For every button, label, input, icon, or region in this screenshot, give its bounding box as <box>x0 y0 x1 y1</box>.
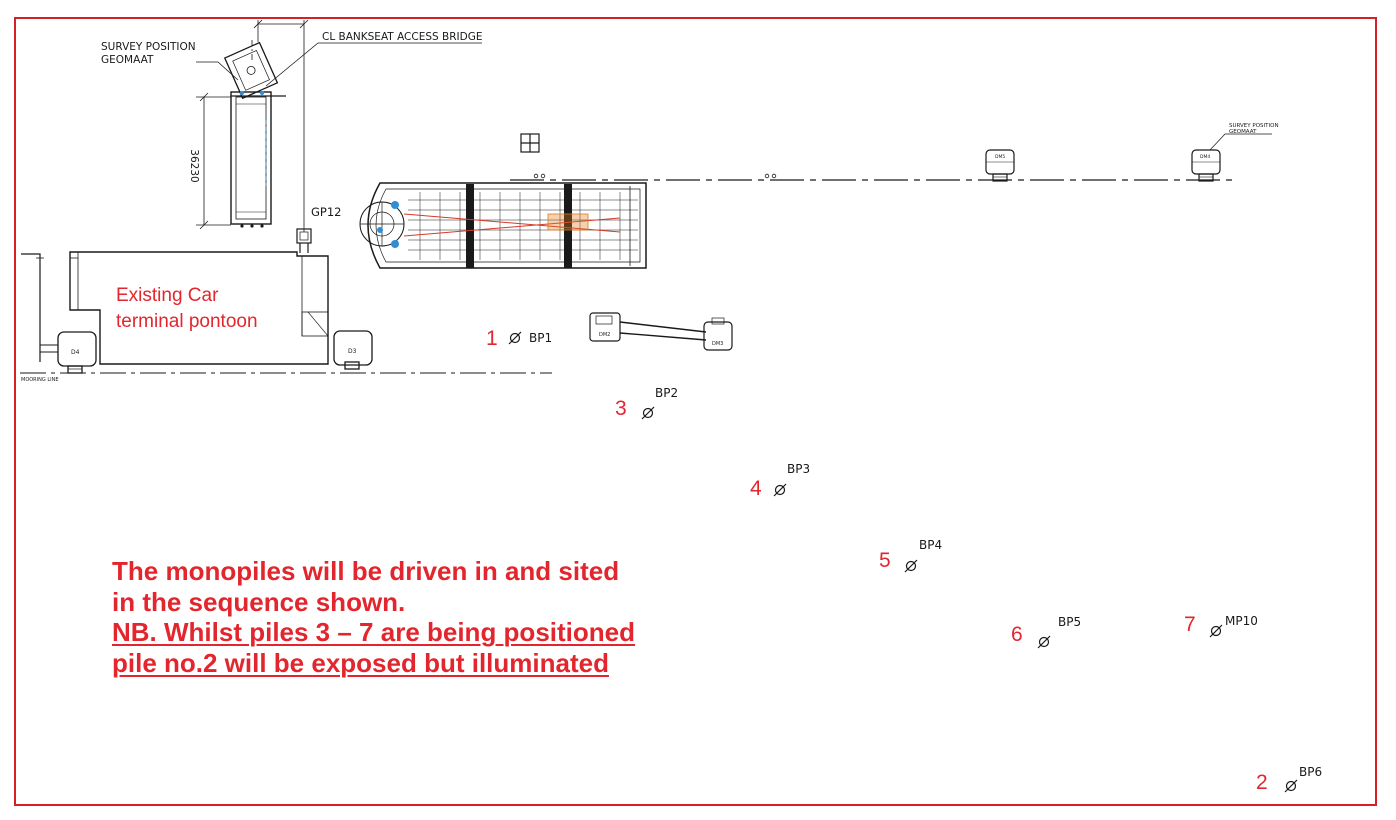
pile-sequence-number: 3 <box>615 397 627 420</box>
survey-target <box>520 133 540 153</box>
pontoon-label-1: Existing Car <box>116 285 219 306</box>
pontoon-label-2: terminal pontoon <box>116 311 258 332</box>
pile-7: 7 MP10 <box>1184 613 1258 638</box>
pile-5: 5 BP4 <box>879 538 942 573</box>
pile-2: 2 BP6 <box>1256 765 1322 794</box>
note-line-3: NB. Whilst piles 3 – 7 are being positio… <box>112 617 635 647</box>
survey-position-label-left-1: SURVEY POSITION <box>101 41 196 53</box>
dolphin-dm5 <box>985 149 1015 182</box>
pile-4: 4 BP3 <box>750 462 810 500</box>
pile-label: BP1 <box>529 331 552 345</box>
gp12-label: GP12 <box>311 205 341 219</box>
pile-label: MP10 <box>1225 614 1258 628</box>
dm5-label: DM5 <box>995 154 1005 160</box>
pile-sequence-number: 4 <box>750 477 762 500</box>
dm4-label: DM4 <box>1200 154 1210 160</box>
pile-label: BP2 <box>655 386 678 400</box>
survey-position-label-right-2: GEOMAAT <box>1229 129 1257 135</box>
bollard-pairs <box>533 173 777 179</box>
dimension-label: 36230 <box>188 149 200 182</box>
survey-position-label-right-1: SURVEY POSITION <box>1229 123 1279 129</box>
pile-6: 6 BP5 <box>1011 615 1081 649</box>
gp12-pile <box>296 228 312 253</box>
pile-sequence-number: 6 <box>1011 623 1023 646</box>
dm3-label: DM3 <box>712 341 723 347</box>
note-line-2: in the sequence shown. <box>112 586 406 617</box>
pile-sequence-number: 2 <box>1256 771 1268 794</box>
pile-sequence-number: 5 <box>879 549 891 572</box>
note-line-1: The monopiles will be driven in and site… <box>112 556 620 586</box>
drawing-border <box>14 17 1377 806</box>
pile-label: BP3 <box>787 462 810 476</box>
sequence-notes: The monopiles will be driven in and site… <box>112 556 732 678</box>
pile-3: 3 BP2 <box>615 386 678 420</box>
existing-pontoon <box>21 251 329 365</box>
d3-label: D3 <box>348 348 357 355</box>
dolphin-d3 <box>333 330 373 370</box>
cl-bankseat-label: CL BANKSEAT ACCESS BRIDGE <box>322 31 482 43</box>
pile-sequence-number: 7 <box>1184 613 1196 636</box>
walkway-dm2-dm3 <box>589 312 733 351</box>
pile-sequence-number: 1 <box>486 327 498 350</box>
pile-label: BP5 <box>1058 615 1081 629</box>
dolphin-dm4 <box>1191 149 1221 182</box>
survey-leader-right <box>1209 133 1272 151</box>
access-bridge <box>196 19 482 232</box>
dm2-label: DM2 <box>599 332 610 338</box>
d4-label: D4 <box>71 349 80 356</box>
mooring-line-label: MOORING LINE <box>21 377 59 383</box>
survey-position-label-left-2: GEOMAAT <box>101 54 154 66</box>
pile-1: 1 BP1 <box>486 327 552 350</box>
pile-label: BP4 <box>919 538 942 552</box>
note-line-4: pile no.2 will be exposed but illuminate… <box>112 647 609 678</box>
vessel <box>359 182 647 269</box>
pile-label: BP6 <box>1299 765 1322 779</box>
